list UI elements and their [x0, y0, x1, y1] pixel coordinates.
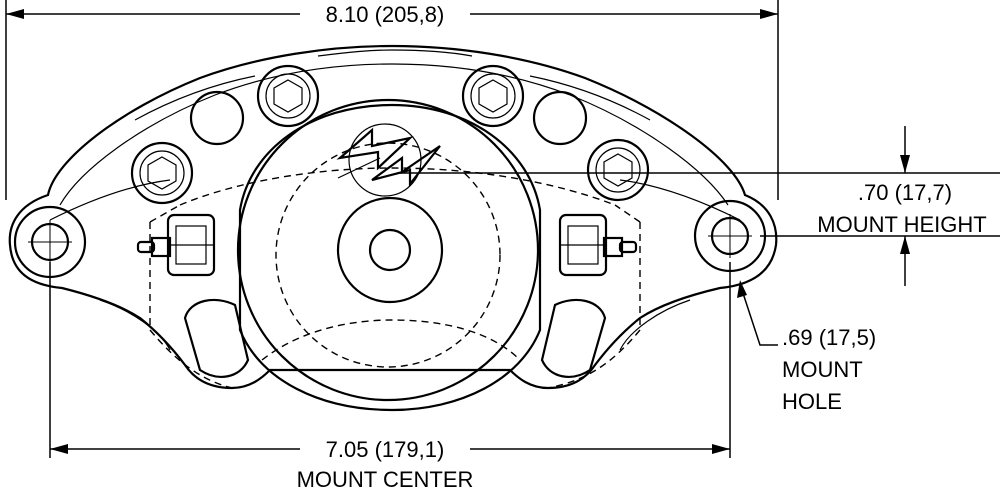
hex-bolt-upper-left — [256, 64, 320, 128]
overall-width-label: 8.10 (205,8) — [326, 2, 445, 27]
bleeder-right — [558, 213, 638, 277]
mount-hole-right — [693, 199, 767, 273]
mount-center-dimension: 7.05 (179,1) MOUNT CENTER — [49, 262, 731, 492]
mount-hole-value: .69 (17,5) — [782, 325, 876, 350]
piston-housing — [236, 98, 542, 412]
hex-bolt-left — [130, 141, 194, 205]
port-left — [189, 90, 245, 146]
hidden-outline — [149, 167, 641, 389]
caliper-body — [8, 44, 778, 390]
port-right — [532, 90, 588, 146]
mount-height-label: MOUNT HEIGHT — [817, 212, 986, 237]
mount-center-label: MOUNT CENTER — [297, 467, 474, 492]
wilwood-logo — [336, 123, 441, 197]
caliper-legs — [99, 298, 691, 378]
mount-height-value: .70 (17,7) — [858, 180, 952, 205]
mount-hole-label-1: MOUNT — [782, 357, 863, 382]
mount-height-dimension: .70 (17,7) MOUNT HEIGHT — [400, 126, 1000, 286]
bleeder-left — [136, 213, 216, 277]
hex-bolt-upper-right — [461, 64, 525, 128]
mount-hole-label-2: HOLE — [782, 389, 842, 414]
mount-hole-dimension: .69 (17,5) MOUNT HOLE — [737, 280, 876, 414]
mount-center-value: 7.05 (179,1) — [326, 437, 445, 462]
hex-bolt-right — [586, 138, 650, 202]
overall-width-dimension: 8.10 (205,8) — [5, 0, 779, 200]
